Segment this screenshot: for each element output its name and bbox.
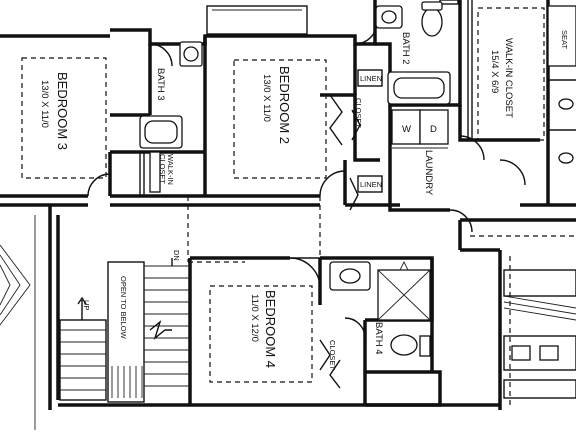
bedroom3-size: 13/0 X 11/0 (39, 80, 50, 128)
bedroom3-name: BEDROOM 3 (55, 72, 70, 150)
stairs-left (59, 258, 190, 403)
stair-up-label: UP (82, 300, 91, 310)
dryer-label: D (430, 124, 437, 135)
laundry-fixtures (391, 109, 449, 149)
stairs-right (503, 269, 576, 399)
bedroom2-size: 13/0 X 11/0 (261, 74, 272, 122)
room-outlines (21, 7, 576, 405)
walkin-closet-small-line1: WALK-IN (166, 154, 175, 185)
edge-label: SEAT (560, 30, 569, 49)
linen-bottom-label: LINEN (360, 180, 382, 189)
washer-label: W (402, 124, 411, 135)
closet-b2-label: CLOSET (354, 98, 363, 128)
linen-top-label: LINEN (360, 74, 382, 83)
bath2-label: BATH 2 (400, 32, 411, 65)
windows (206, 0, 459, 35)
bath3-fixtures (139, 41, 203, 193)
master-closet-fixtures (467, 0, 576, 164)
bedroom4-name: BEDROOM 4 (263, 290, 278, 368)
walls (0, 0, 576, 410)
bath4-label: BATH 4 (373, 322, 384, 355)
stair-open-to-below: OPEN TO BELOW (119, 276, 128, 340)
bath3-label: BATH 3 (155, 68, 166, 101)
labels: BEDROOM 3 13/0 X 11/0 BEDROOM 2 13/0 X 1… (39, 30, 569, 370)
left-edge-deck (0, 215, 36, 430)
bath2-fixtures (375, 1, 451, 105)
laundry-label: LAUNDRY (423, 150, 434, 196)
walkin-closet-master-name: WALK-IN CLOSET (503, 38, 514, 118)
bath4-fixtures (329, 260, 431, 357)
bedroom2-name: BEDROOM 2 (277, 66, 292, 144)
walkin-closet-master-size: 15/4 X 6/9 (489, 50, 500, 93)
bedroom4-size: 11/0 X 12/0 (249, 294, 260, 342)
closet-b4-label: CLOSET (328, 340, 337, 370)
doors (87, 21, 526, 339)
stair-dn-label: DN (172, 250, 181, 261)
closet-fixtures (139, 69, 383, 389)
walkin-closet-small-line2: CLOSET (158, 154, 167, 184)
